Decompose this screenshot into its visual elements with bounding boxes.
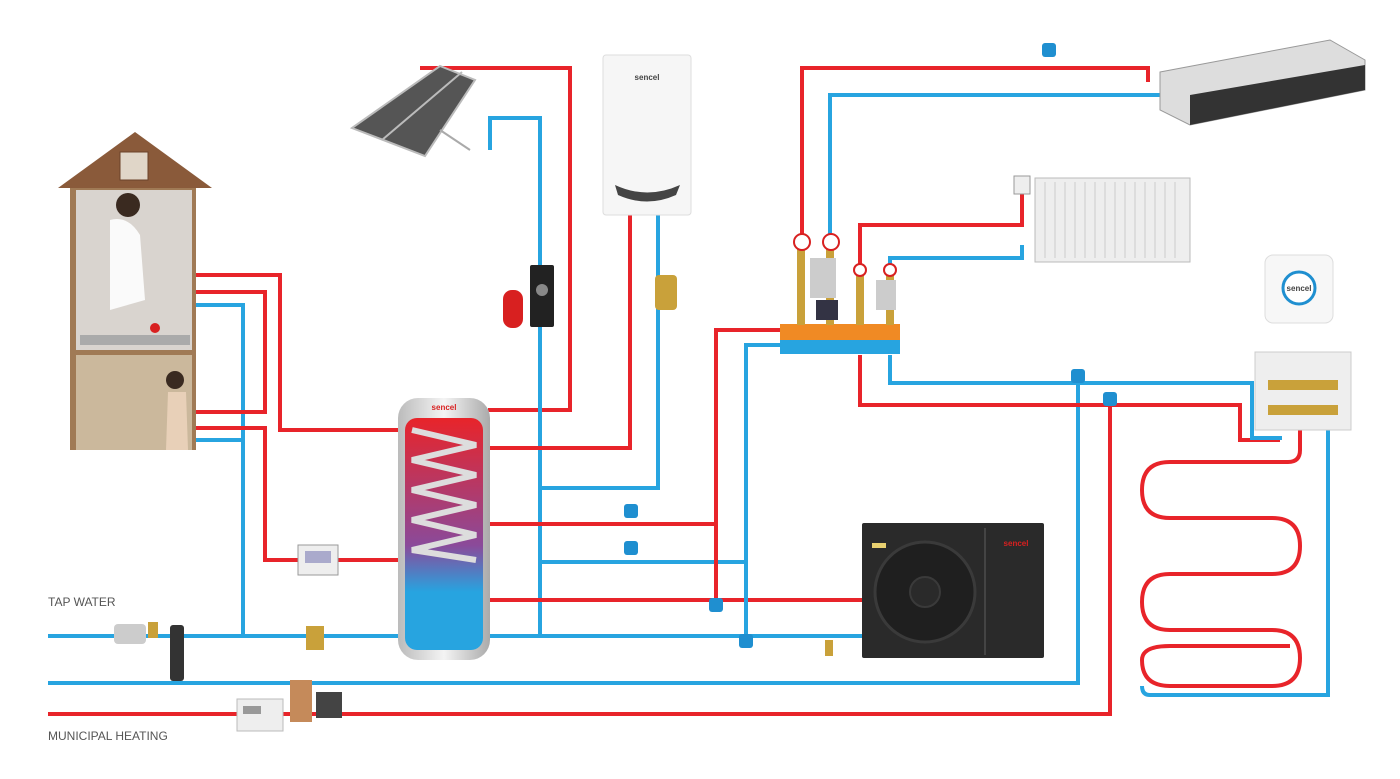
pump-icon xyxy=(810,258,836,298)
pressure-gauge-icon xyxy=(822,233,840,251)
solar-collector xyxy=(349,64,477,158)
hot-water-pipe-kitchen xyxy=(195,273,405,432)
fancoil-flow-pipe xyxy=(800,66,1150,235)
air-separator xyxy=(655,275,677,310)
fancoil-return-pipe xyxy=(828,93,1162,235)
pump-icon xyxy=(876,280,896,310)
cold-water-riser-pipe xyxy=(195,303,245,636)
valve-actuator-icon xyxy=(624,541,638,555)
solar-flow-pipe xyxy=(420,66,572,412)
valve-actuator-icon xyxy=(624,504,638,518)
valve-actuator-icon xyxy=(1071,369,1085,383)
drain-valve xyxy=(825,640,833,656)
heating-return-pipe xyxy=(48,383,1080,685)
hot-water-pipe-shower xyxy=(195,426,405,562)
thermostatic-valve xyxy=(1013,175,1031,195)
underfloor-return-loop xyxy=(1140,430,1330,697)
pressure-gauge-icon xyxy=(793,233,811,251)
underfloor-heating-loop xyxy=(1139,420,1303,688)
boiler-flow-pipe xyxy=(488,215,632,450)
heat-pump: sencel xyxy=(862,523,1044,658)
hot-water-loop-pipe xyxy=(195,290,267,414)
gas-boiler: sencel xyxy=(602,54,692,216)
radiator-return-pipe xyxy=(888,245,1024,275)
circulation-pump xyxy=(316,692,342,718)
manifold-flow-pipe xyxy=(714,328,782,600)
underfloor-flow-pipe xyxy=(858,355,1280,442)
heat-pump-logo: sencel xyxy=(1004,539,1029,548)
expansion-vessel xyxy=(503,290,523,328)
municipal-heating-pipe xyxy=(48,400,1112,716)
mixing-valve xyxy=(306,626,324,650)
underfloor-return-pipe xyxy=(888,355,1282,440)
valve-actuator-icon xyxy=(1042,43,1056,57)
hydraulic-manifold xyxy=(780,233,900,354)
manifold-return-pipe xyxy=(744,343,782,636)
tank-logo: sencel xyxy=(432,403,457,412)
zone-valves xyxy=(624,43,1117,656)
smart-thermostat: sencel xyxy=(1264,254,1334,324)
water-meter xyxy=(114,622,324,681)
boiler-logo: sencel xyxy=(635,73,660,82)
plate-heat-exchanger xyxy=(290,680,312,722)
municipal-heating-label: MUNICIPAL HEATING xyxy=(48,729,168,743)
heat-meter xyxy=(236,680,342,732)
pressure-gauge-icon xyxy=(883,263,897,277)
thermostat-logo: sencel xyxy=(1287,284,1312,293)
tap-water-label: TAP WATER xyxy=(48,595,116,609)
solar-return-pipe xyxy=(488,116,542,636)
valve-actuator-icon xyxy=(709,598,723,612)
pressure-gauge-icon xyxy=(853,263,867,277)
pipes xyxy=(48,66,1330,716)
solar-pump-station xyxy=(503,265,554,328)
water-filter xyxy=(170,625,184,681)
valve-actuator-icon xyxy=(739,634,753,648)
house xyxy=(58,132,212,450)
underfloor-heating-loop-2 xyxy=(1139,644,1290,688)
underfloor-manifold xyxy=(1254,351,1352,431)
radiator xyxy=(1013,175,1191,263)
valve-actuator-icon xyxy=(1103,392,1117,406)
radiator-flow-pipe xyxy=(858,190,1024,265)
fan-coil-unit xyxy=(1159,39,1366,126)
hot-water-tank: sencel xyxy=(398,398,490,660)
